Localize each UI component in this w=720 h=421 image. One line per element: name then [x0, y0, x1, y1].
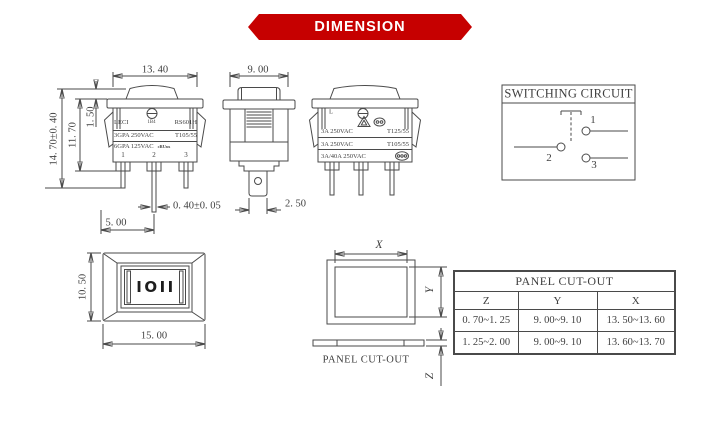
row1-z: 0. 70~1. 25 [453, 309, 519, 332]
rating1-right: T105/55 [174, 132, 197, 139]
brand-text: LECI [114, 119, 129, 126]
terminal-number-2: 2 [152, 151, 156, 159]
row2-y: 9. 00~9. 10 [517, 331, 598, 355]
circuit-terminal-3: 3 [591, 159, 597, 171]
cutout-y-label: Y [424, 286, 436, 294]
ccc-logo-icon [373, 117, 386, 127]
row2-x: 13. 60~13. 70 [596, 331, 676, 355]
table-row: 1. 25~2. 00 9. 00~9. 10 13. 60~13. 70 [453, 331, 676, 355]
dim-front-width: 13. 40 [141, 64, 169, 76]
banner-label: DIMENSION [314, 19, 406, 35]
terminal-number-3: 3 [184, 151, 188, 159]
terminal-number-1: 1 [121, 151, 125, 159]
ul-logo-icon: cRUus [157, 144, 171, 149]
dim-body-height: 11. 70 [67, 122, 79, 148]
cqc-logo-icon [395, 151, 409, 161]
row2-z: 1. 25~2. 00 [453, 331, 519, 355]
cutout-x-label: X [375, 239, 383, 251]
contact-1 [581, 126, 591, 136]
mark-l: L [329, 108, 333, 116]
dim-face-width: 15. 00 [140, 330, 168, 342]
row1-y: 9. 00~9. 10 [517, 309, 598, 332]
row1-x: 13. 50~13. 60 [596, 309, 676, 332]
rocker-cap [125, 85, 179, 100]
fv2-rating1-left: 3A 250VAC [321, 128, 353, 135]
panel-cutout-linework [312, 250, 447, 386]
dimension-banner: DIMENSION [248, 14, 472, 40]
model-text: RS601H [174, 119, 197, 126]
cutout-z-label: Z [424, 372, 436, 380]
terminal-hole [254, 177, 262, 185]
table-header-row: Z Y X [453, 291, 676, 310]
dim-pin-pitch: 5. 00 [105, 217, 127, 229]
dim-pin-thickness: 0. 40±0. 05 [173, 200, 221, 212]
header-x: X [596, 291, 676, 310]
front-view-2-linework [308, 85, 422, 196]
snap-wing-left [103, 111, 114, 148]
top-view-linework [87, 252, 206, 349]
screw-icon [357, 108, 369, 119]
rating2-left: 6GPA 125VAC [114, 143, 154, 150]
marking-row-rating1: 3GPA 250VAC T105/55 [114, 132, 197, 140]
switching-circuit-linework [501, 84, 636, 181]
table-title: PANEL CUT-OUT [453, 270, 676, 292]
switching-circuit-title: SWITCHING CIRCUIT [504, 86, 633, 101]
circuit-terminal-1: 1 [590, 114, 596, 126]
panel-cutout-table: PANEL CUT-OUT Z Y X 0. 70~1. 25 9. 00~9.… [453, 270, 677, 355]
cutout-caption: PANEL CUT-OUT [322, 354, 410, 366]
rocker-grooves [246, 111, 272, 128]
marking2-row2: 3A 250VAC T105/55 [321, 141, 409, 149]
contact-2 [556, 142, 566, 152]
dim-total-height: 14. 70±0. 40 [48, 112, 60, 166]
circuit-terminal-2: 2 [546, 152, 552, 164]
side-view-linework [222, 72, 296, 214]
fv2-rating2-left: 3A 250VAC [321, 140, 353, 148]
marking2-row3: 3A/40A 250VAC [321, 153, 409, 161]
marking-row-rating2: 6GPA 125VAC cRUus [114, 143, 197, 151]
front-view-linework [45, 72, 207, 234]
contact-3 [581, 153, 591, 163]
dim-side-width: 9. 00 [247, 64, 269, 76]
header-y: Y [517, 291, 598, 310]
fv2-rating1-right: T125/55 [386, 128, 409, 135]
marking2-row1: 3A 250VAC T125/55 [321, 128, 409, 136]
actuator-symbol [560, 110, 582, 143]
screw-icon [146, 108, 158, 119]
fv2-rating3: 3A/40A 250VAC [321, 152, 366, 160]
dim-pin-width: 2. 50 [285, 198, 306, 210]
warning-triangle-icon [357, 115, 371, 127]
fv2-rating2-right: T105/55 [386, 140, 409, 148]
header-z: Z [453, 291, 519, 310]
marking-row-model: LECI 1B4 RS601H [114, 119, 197, 127]
snap-wing-right [196, 111, 207, 148]
rocker-marking: IOII [136, 278, 176, 296]
code-text: 1B4 [147, 120, 156, 125]
dim-face-height: 10. 50 [77, 273, 89, 301]
dim-bezel-height: 1. 50 [85, 106, 97, 128]
rating1-left: 3GPA 250VAC [114, 132, 154, 139]
table-row: 0. 70~1. 25 9. 00~9. 10 13. 50~13. 60 [453, 309, 676, 332]
